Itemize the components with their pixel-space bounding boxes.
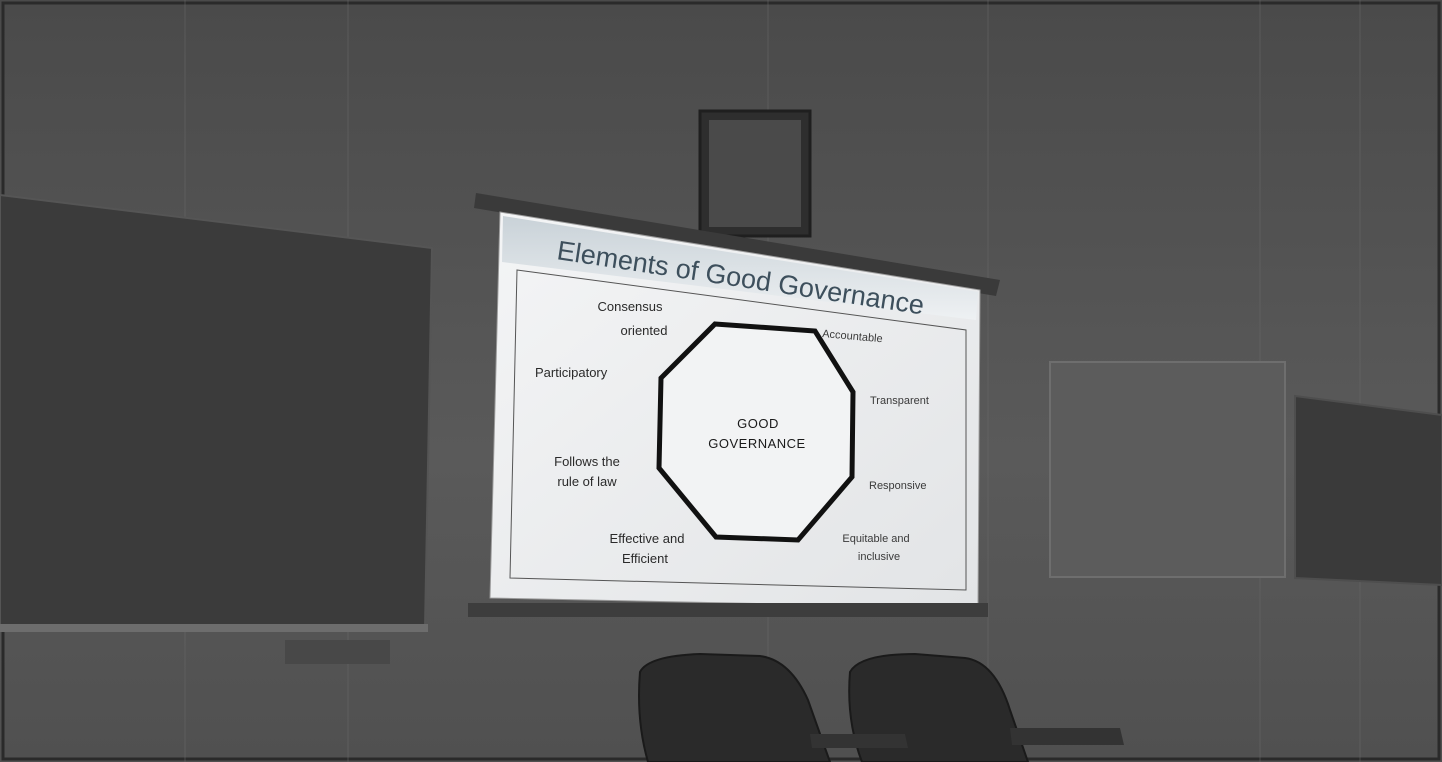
right-dark-board <box>1294 394 1442 587</box>
label-rule-of-law-1: Follows the <box>554 454 620 469</box>
label-consensus-oriented-1: Consensus <box>597 299 663 314</box>
chair-left-armrest <box>810 734 908 748</box>
label-equitable-inclusive-2: inclusive <box>858 551 900 563</box>
chair-left <box>638 652 832 762</box>
marker-tray <box>285 640 390 664</box>
left-board <box>0 193 434 629</box>
center-label-good: GOOD <box>737 416 779 431</box>
diagram-frame <box>509 269 967 591</box>
wall-picture <box>709 120 801 227</box>
screen-bottom-bar <box>468 603 988 617</box>
center-label-governance: GOVERNANCE <box>708 436 805 451</box>
label-participatory: Participatory <box>535 365 608 380</box>
label-accountable: Accountable <box>822 328 883 345</box>
chair-right-armrest <box>1010 728 1124 745</box>
label-consensus-oriented-2: oriented <box>621 323 668 338</box>
screen-housing <box>474 193 1000 296</box>
label-effective-efficient-1: Effective and <box>610 531 685 546</box>
label-rule-of-law-2: rule of law <box>557 474 617 489</box>
good-governance-octagon <box>656 321 856 543</box>
label-effective-efficient-2: Efficient <box>622 551 668 566</box>
right-notice-board <box>1049 361 1286 578</box>
label-transparent: Transparent <box>870 395 929 407</box>
label-responsive: Responsive <box>869 480 926 492</box>
left-board-ledge <box>0 624 428 632</box>
title-band <box>502 216 978 320</box>
label-equitable-inclusive-1: Equitable and <box>842 533 909 545</box>
